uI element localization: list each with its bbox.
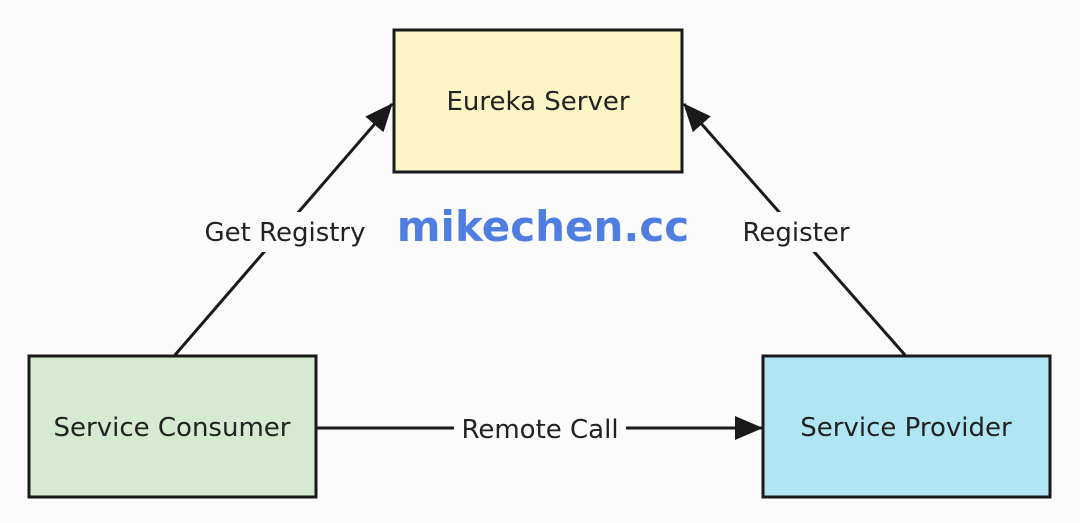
edge-register: Register	[682, 103, 907, 356]
node-service-consumer: Service Consumer	[27, 354, 318, 499]
service-consumer-label: Service Consumer	[54, 413, 291, 443]
eureka-server-label: Eureka Server	[446, 87, 629, 117]
register-label: Register	[742, 218, 849, 248]
service-consumer-box	[27, 354, 318, 499]
remote-call-label-bg	[454, 410, 626, 448]
service-provider-box	[761, 354, 1052, 499]
edge-get-registry: Get Registry	[173, 103, 394, 356]
register-label-bg	[730, 212, 862, 252]
edge-remote-call: Remote Call	[317, 410, 763, 448]
watermark-text: mikechen.cc	[397, 202, 689, 251]
get-registry-label: Get Registry	[204, 218, 365, 248]
service-provider-label: Service Provider	[800, 413, 1012, 443]
eureka-server-box	[392, 28, 684, 174]
remote-call-label: Remote Call	[461, 415, 618, 445]
node-service-provider: Service Provider	[761, 354, 1052, 499]
node-eureka-server: Eureka Server	[392, 28, 684, 174]
get-registry-label-bg	[196, 212, 374, 252]
